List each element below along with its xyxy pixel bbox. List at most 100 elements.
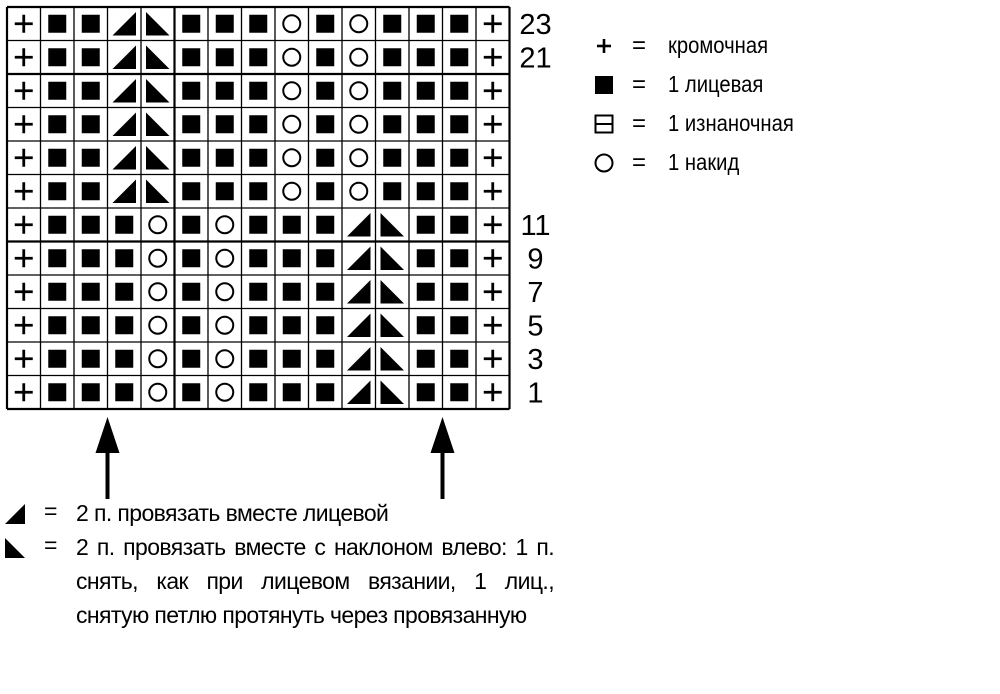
edge-stitch-icon [14,14,33,33]
knit-stitch-icon [282,215,301,234]
knit-stitch-icon [249,14,268,33]
edge-stitch-icon [14,148,33,167]
knit-stitch-icon [416,14,435,33]
row-number-label: 1 [527,377,543,409]
knit-stitch-icon [215,115,234,134]
knit-stitch-icon [115,349,134,368]
knit-stitch-icon [316,383,335,402]
edge-stitch-icon [14,383,33,402]
knit-stitch-icon [81,249,100,268]
edge-stitch-icon [14,48,33,67]
edge-stitch-icon [483,249,502,268]
legend-label: кромочная [668,32,769,58]
k2tog-icon [347,213,371,237]
knit-stitch-icon [182,148,201,167]
yarn-over-icon [282,148,302,168]
knit-stitch-icon [81,349,100,368]
knit-stitch-icon [48,349,67,368]
yarn-over-icon [148,315,168,335]
knit-stitch-icon [450,148,469,167]
circle-icon [592,151,616,175]
edge-stitch-icon [14,115,33,134]
yarn-over-icon [282,81,302,101]
knit-stitch-icon [182,115,201,134]
edge-stitch-icon [14,81,33,100]
ssk-icon [146,179,170,203]
yarn-over-icon [282,114,302,134]
knit-stitch-icon [416,383,435,402]
yarn-over-icon [349,181,369,201]
edge-stitch-icon [14,349,33,368]
decrease-description: 2 п. провязать вместе с наклоном влево: … [76,534,555,628]
knit-stitch-icon [316,182,335,201]
knit-stitch-icon [316,249,335,268]
knit-stitch-icon [249,115,268,134]
knit-stitch-icon [182,316,201,335]
knit-stitch-icon [450,14,469,33]
knit-stitch-icon [115,383,134,402]
knit-stitch-icon [416,81,435,100]
knit-stitch-icon [316,215,335,234]
legend-label: 1 лицевая [668,71,764,97]
yarn-over-icon [148,382,168,402]
decrease-legend: = 2 п. провязать вместе лицевой = 2 п. п… [4,496,564,632]
knit-stitch-icon [182,14,201,33]
knit-stitch-icon [182,349,201,368]
filled-square-icon [592,73,616,97]
knit-stitch-icon [450,215,469,234]
knit-stitch-icon [416,316,435,335]
ssk-icon [380,246,404,270]
knit-stitch-icon [450,316,469,335]
knit-stitch-icon [48,282,67,301]
knit-stitch-icon [81,316,100,335]
yarn-over-icon [349,47,369,67]
edge-stitch-icon [483,349,502,368]
knit-stitch-icon [48,81,67,100]
yarn-over-icon [215,382,235,402]
knit-stitch-icon [383,115,402,134]
edge-stitch-icon [14,182,33,201]
knit-stitch-icon [316,282,335,301]
knit-stitch-icon [48,383,67,402]
knit-stitch-icon [450,182,469,201]
knit-stitch-icon [383,81,402,100]
knit-stitch-icon [215,81,234,100]
knit-stitch-icon [182,81,201,100]
yarn-over-icon [349,14,369,34]
knit-stitch-icon [81,81,100,100]
edge-stitch-icon [483,182,502,201]
knit-stitch-icon [383,14,402,33]
knit-stitch-icon [182,215,201,234]
plus-icon [592,34,616,58]
knit-stitch-icon [249,48,268,67]
knit-stitch-icon [81,48,100,67]
ssk-icon [380,280,404,304]
yarn-over-icon [282,47,302,67]
knit-stitch-icon [115,249,134,268]
knit-stitch-icon [249,182,268,201]
knit-stitch-icon [81,282,100,301]
ssk-icon [146,79,170,103]
row-number-label: 23 [519,9,551,41]
knit-stitch-icon [249,316,268,335]
knit-stitch-icon [282,282,301,301]
right-slant-triangle-icon [4,503,26,525]
knit-stitch-icon [383,182,402,201]
ssk-icon [380,380,404,404]
knit-stitch-icon [81,215,100,234]
knit-stitch-icon [450,81,469,100]
yarn-over-icon [349,81,369,101]
knit-stitch-icon [450,48,469,67]
knit-stitch-icon [316,81,335,100]
row-number-label: 3 [527,344,543,376]
row-number-label: 9 [527,243,543,275]
decrease-item-ssk: = 2 п. провязать вместе с наклоном влево… [4,530,564,632]
row-number-label: 11 [520,210,550,242]
knit-stitch-icon [115,282,134,301]
edge-stitch-icon [14,249,33,268]
edge-stitch-icon [483,215,502,234]
knit-stitch-icon [215,48,234,67]
row-number-label: 7 [527,277,543,309]
yarn-over-icon [215,248,235,268]
knit-stitch-icon [416,249,435,268]
